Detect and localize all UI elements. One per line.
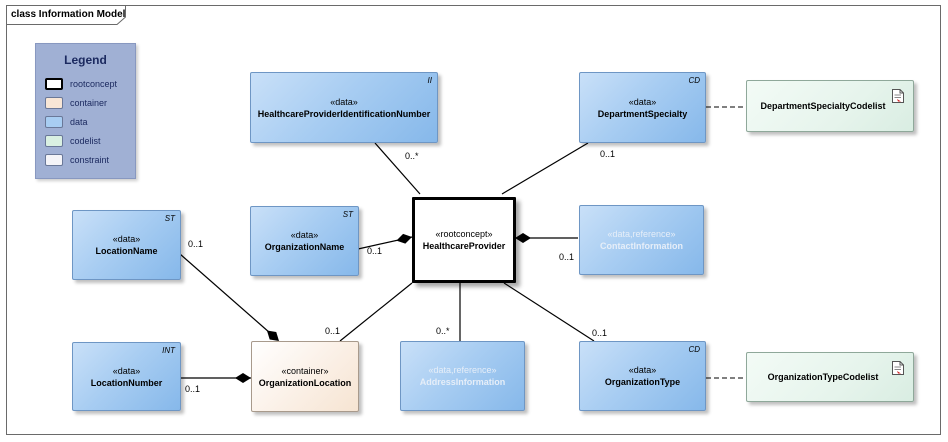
- class-location-name[interactable]: ST «data» LocationName: [72, 210, 181, 280]
- class-name: OrganizationLocation: [258, 377, 352, 388]
- legend-item-rootconcept: rootconcept: [45, 77, 117, 91]
- multiplicity-label: 0..1: [559, 252, 575, 262]
- class-stereotype: «data,reference»: [607, 229, 676, 239]
- legend-label: container: [70, 98, 108, 108]
- legend-label: rootconcept: [70, 79, 118, 89]
- codelist-icon: [892, 89, 904, 103]
- class-stereotype: «container»: [281, 365, 329, 376]
- datatype-tag: II: [427, 76, 432, 85]
- multiplicity-label: 0..1: [185, 384, 201, 394]
- legend-label: constraint: [70, 155, 110, 165]
- class-name: HealthcareProvider: [422, 241, 506, 251]
- association-line: [503, 282, 595, 342]
- legend-item-codelist: codelist: [45, 134, 101, 148]
- legend-item-constraint: constraint: [45, 153, 109, 167]
- class-stereotype: «data»: [628, 96, 657, 107]
- legend-item-data: data: [45, 115, 88, 129]
- multiplicity-label: 0..*: [436, 326, 450, 336]
- legend-swatch: [45, 116, 63, 128]
- datatype-tag: ST: [342, 210, 353, 219]
- class-organization-name[interactable]: ST «data» OrganizationName: [250, 206, 359, 276]
- class-name: ContactInformation: [600, 241, 683, 251]
- codelist-icon: [892, 361, 904, 375]
- legend-label: codelist: [70, 136, 101, 146]
- association-line: [339, 282, 413, 342]
- diagram-title: class Information Model: [11, 9, 126, 20]
- class-department-specialty-codelist[interactable]: DepartmentSpecialtyCodelist: [746, 80, 914, 132]
- legend-swatch: [45, 78, 63, 90]
- legend-swatch: [45, 154, 63, 166]
- legend-swatch: [45, 135, 63, 147]
- class-name: LocationNumber: [90, 377, 163, 388]
- class-organization-type[interactable]: CD «data» OrganizationType: [579, 341, 706, 411]
- legend-title: Legend: [64, 53, 107, 67]
- legend-item-container: container: [45, 96, 107, 110]
- class-name: OrganizationType: [604, 377, 681, 387]
- class-name: OrganizationTypeCodelist: [767, 372, 879, 382]
- class-location-number[interactable]: INT «data» LocationNumber: [72, 342, 181, 411]
- legend[interactable]: Legend rootconcept container data codeli…: [35, 43, 136, 179]
- composition-diamond: [266, 330, 279, 341]
- datatype-tag: INT: [162, 346, 175, 355]
- multiplicity-label: 0..1: [592, 328, 608, 338]
- class-stereotype: «data»: [330, 96, 358, 107]
- class-address-information[interactable]: «data,reference» AddressInformation: [400, 341, 525, 411]
- association-line: [374, 142, 421, 195]
- class-stereotype: «data»: [628, 365, 657, 375]
- class-organization-location[interactable]: «container» OrganizationLocation: [251, 341, 359, 412]
- class-contact-information[interactable]: «data,reference» ContactInformation: [579, 205, 704, 275]
- class-name: HealthcareProviderIdentificationNumber: [257, 108, 431, 119]
- class-name: DepartmentSpecialtyCodelist: [760, 101, 886, 111]
- multiplicity-label: 0..1: [600, 149, 616, 159]
- multiplicity-label: 0..1: [188, 239, 204, 249]
- class-stereotype: «data»: [112, 365, 141, 376]
- multiplicity-label: 0..1: [367, 246, 383, 256]
- association-line: [501, 142, 589, 195]
- frame-tab: [6, 5, 126, 25]
- class-organization-type-codelist[interactable]: OrganizationTypeCodelist: [746, 352, 914, 402]
- multiplicity-label: 0..*: [405, 151, 419, 161]
- class-healthcare-provider-identification-number[interactable]: II «data» HealthcareProviderIdentificati…: [250, 72, 438, 143]
- composition-diamond: [396, 233, 412, 244]
- class-name: OrganizationName: [264, 242, 345, 252]
- datatype-tag: CD: [688, 345, 700, 354]
- class-stereotype: «rootconcept»: [435, 229, 493, 239]
- class-name: DepartmentSpecialty: [597, 108, 688, 119]
- class-name: LocationName: [95, 246, 158, 256]
- legend-swatch: [45, 97, 63, 109]
- class-name: AddressInformation: [419, 377, 506, 387]
- class-stereotype: «data,reference»: [428, 365, 497, 375]
- class-stereotype: «data»: [112, 234, 141, 244]
- multiplicity-label: 0..1: [325, 326, 341, 336]
- composition-diamond: [235, 373, 251, 383]
- class-healthcare-provider[interactable]: «rootconcept» HealthcareProvider: [412, 197, 516, 283]
- datatype-tag: CD: [688, 76, 700, 85]
- class-stereotype: «data»: [290, 230, 319, 240]
- composition-diamond: [515, 233, 531, 243]
- class-department-specialty[interactable]: CD «data» DepartmentSpecialty: [579, 72, 706, 143]
- legend-label: data: [70, 117, 88, 127]
- datatype-tag: ST: [164, 214, 175, 223]
- association-line: [179, 253, 279, 341]
